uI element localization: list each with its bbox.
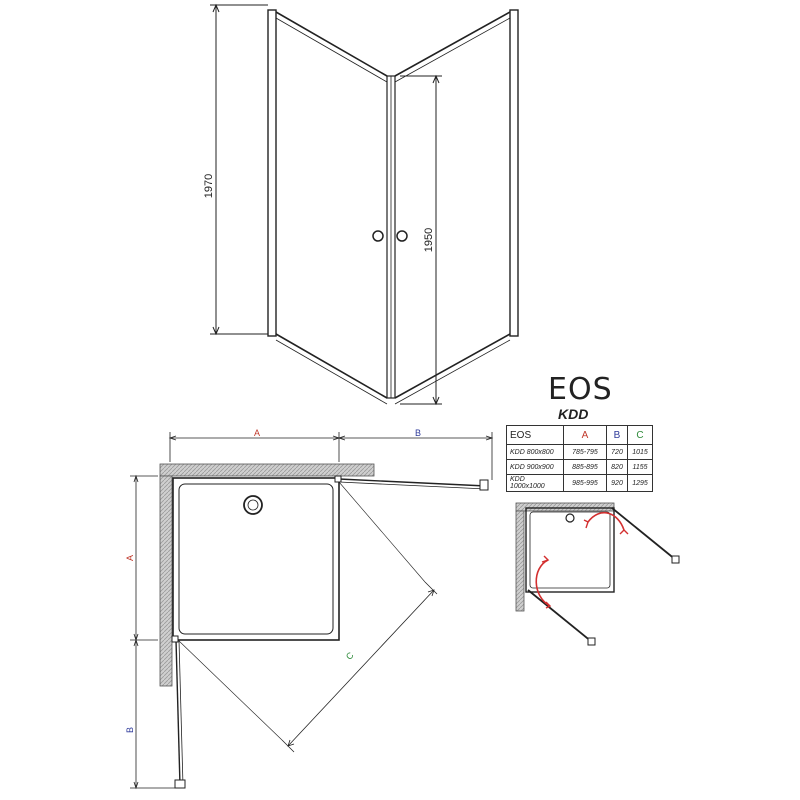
spec-cell-c: 1295	[627, 474, 653, 492]
spec-cell-model: KDD 900x900	[506, 459, 564, 475]
right-handle-icon	[396, 230, 408, 242]
dimension-a-top	[168, 432, 341, 462]
small-door-left	[527, 589, 593, 643]
dimension-a-side	[130, 474, 158, 642]
left-door-panel	[275, 11, 388, 399]
spec-cell-c: 1015	[627, 444, 653, 460]
dimension-spec-table: EOS A B C KDD 800x800 785-795 720 1015 K…	[506, 425, 653, 492]
label-b-top: B	[415, 428, 421, 438]
height-frame-label: 1970	[203, 174, 215, 198]
dimension-frame-height	[210, 3, 268, 336]
spec-cell-model: KDD 1000x1000	[506, 474, 564, 492]
top-door-open	[338, 478, 487, 487]
table-row: KDD 1000x1000 985-995 920 1295	[506, 474, 653, 492]
spec-cell-a: 885-895	[563, 459, 607, 475]
table-row: KDD 800x800 785-795 720 1015	[506, 444, 653, 460]
swing-arrow-top-icon	[587, 511, 625, 531]
left-wall-profile	[267, 9, 277, 337]
height-door-label: 1950	[423, 228, 435, 252]
drain-icon	[243, 495, 263, 515]
left-door-open	[175, 639, 181, 787]
left-handle-icon	[372, 230, 384, 242]
right-door-panel	[394, 11, 511, 399]
elevation-view	[210, 3, 519, 406]
top-wall	[159, 463, 375, 477]
shower-tray	[172, 477, 340, 641]
dimension-b-top	[337, 432, 494, 480]
spec-cell-a: 785-795	[563, 444, 607, 460]
tray-inner	[178, 483, 334, 635]
right-wall-profile	[509, 9, 519, 337]
spec-header-a: A	[563, 425, 607, 445]
label-a-top: A	[254, 428, 260, 438]
spec-header-c: C	[627, 425, 653, 445]
product-title: EOS	[548, 372, 613, 407]
dimension-door-height	[400, 74, 442, 406]
label-c-diagonal: C	[344, 650, 356, 662]
spec-cell-b: 820	[606, 459, 628, 475]
spec-table-header: EOS A B C	[506, 425, 653, 445]
table-row: KDD 900x900 885-895 820 1155	[506, 459, 653, 475]
spec-cell-b: 720	[606, 444, 628, 460]
dimension-b-side	[130, 638, 176, 790]
small-tray	[525, 507, 615, 593]
spec-header-model: EOS	[506, 425, 564, 445]
spec-cell-c: 1155	[627, 459, 653, 475]
label-a-side: A	[125, 555, 135, 561]
swing-arrow-left-icon	[535, 559, 551, 607]
spec-cell-b: 920	[606, 474, 628, 492]
small-drain-icon	[565, 513, 575, 523]
label-b-side: B	[125, 727, 135, 733]
plan-view	[130, 432, 494, 790]
product-subtitle: KDD	[558, 406, 589, 422]
spec-header-b: B	[606, 425, 628, 445]
spec-cell-model: KDD 800x800	[506, 444, 564, 460]
door-swing-diagram	[515, 502, 680, 646]
left-wall	[159, 475, 173, 687]
small-door-top	[611, 507, 677, 561]
dimension-c-diagonal	[281, 581, 438, 753]
spec-cell-a: 985-995	[563, 474, 607, 492]
